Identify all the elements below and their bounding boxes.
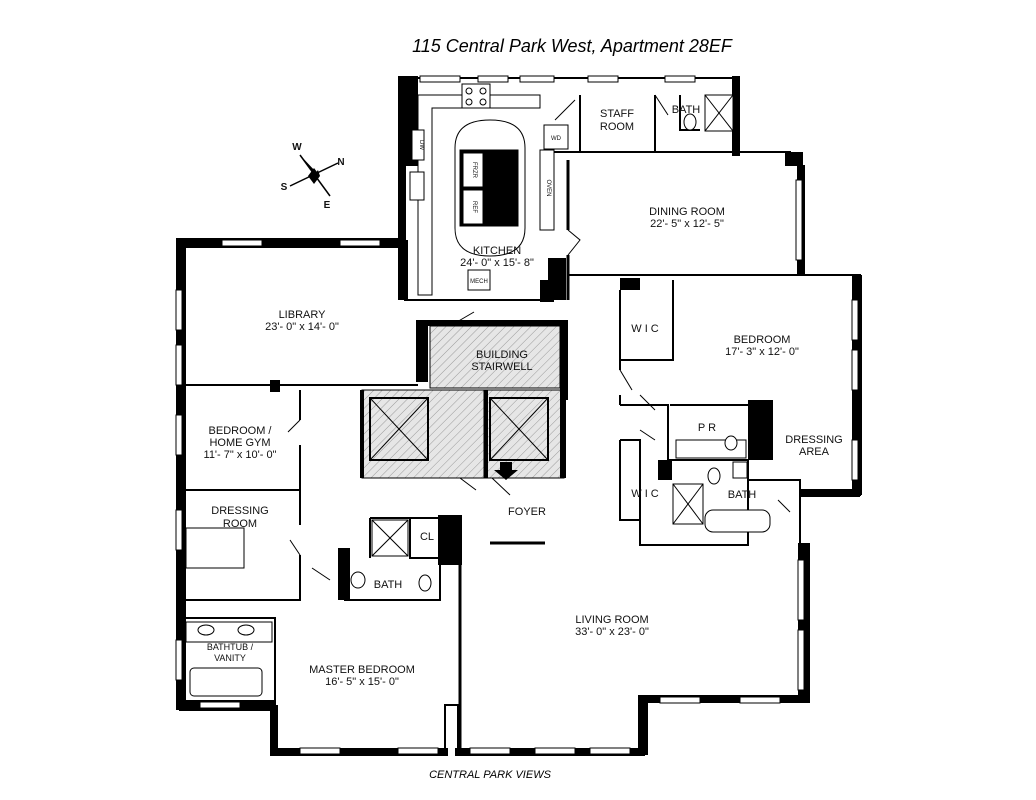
kitchen-fixtures: [409, 83, 581, 296]
foyer-label: FOYER: [508, 506, 546, 518]
dressing-area-line2: AREA: [799, 446, 830, 458]
compass-south: S: [281, 182, 288, 193]
dining-name: DINING ROOM: [649, 206, 725, 218]
washer-dryer-label: WD: [551, 136, 562, 142]
dishwasher-label: DW: [418, 140, 424, 150]
windows: [175, 75, 859, 755]
room-labels: KITCHEN 24'- 0" x 15'- 8" STAFF ROOM BAT…: [204, 104, 843, 688]
gym-line1: BEDROOM /: [209, 425, 273, 437]
compass-west: W: [292, 142, 302, 153]
master-bedroom-name: MASTER BEDROOM: [309, 664, 415, 676]
refrigerator-label: REF: [471, 201, 477, 213]
kitchen-dims: 24'- 0" x 15'- 8": [460, 257, 534, 269]
powder-room: P R: [698, 422, 716, 434]
footer-caption: CENTRAL PARK VIEWS: [429, 769, 552, 781]
dressing-area-line1: DRESSING: [785, 434, 842, 446]
bath-fixtures: [185, 94, 771, 697]
wic-upper: W I C: [631, 323, 659, 335]
gym-dims: 11'- 7" x 10'- 0": [204, 449, 277, 461]
wic-lower: W I C: [631, 488, 659, 500]
master-bedroom-dims: 16'- 5" x 15'- 0": [325, 676, 399, 688]
compass-east: E: [324, 200, 331, 211]
staff-room-line1: STAFF: [600, 108, 634, 120]
bathtub-vanity-line2: VANITY: [214, 653, 246, 663]
dressing-room-line2: ROOM: [223, 518, 257, 530]
closet-label: CL: [420, 531, 434, 543]
building-core: [360, 325, 566, 480]
library-dims: 23'- 0" x 14'- 0": [265, 321, 339, 333]
oven-label: OVEN: [545, 179, 551, 196]
dressing-room-line1: DRESSING: [211, 505, 268, 517]
mech-label: MECH: [470, 279, 488, 285]
compass-rose: [289, 154, 339, 197]
door-swings: [287, 94, 791, 581]
library-name: LIBRARY: [279, 309, 327, 321]
east-bath: BATH: [728, 489, 757, 501]
staff-room-line2: ROOM: [600, 121, 634, 133]
living-room-name: LIVING ROOM: [575, 614, 648, 626]
living-room-dims: 33'- 0" x 23'- 0": [575, 626, 649, 638]
kitchen-name: KITCHEN: [473, 245, 521, 257]
stairwell-line2: STAIRWELL: [471, 361, 532, 373]
staff-bath: BATH: [672, 104, 701, 116]
bedroom-east-dims: 17'- 3" x 12'- 0": [725, 346, 799, 358]
master-bath-label: BATH: [374, 579, 403, 591]
fridge-label: FRZR: [471, 162, 477, 179]
stairwell-line1: BUILDING: [476, 349, 528, 361]
bathtub-vanity-line1: BATHTUB /: [207, 642, 254, 652]
plan-title: 115 Central Park West, Apartment 28EF: [412, 36, 733, 56]
bedroom-east-name: BEDROOM: [734, 334, 791, 346]
compass-north: N: [337, 157, 344, 168]
dining-dims: 22'- 5" x 12'- 5": [650, 218, 724, 230]
gym-line2: HOME GYM: [209, 437, 270, 449]
